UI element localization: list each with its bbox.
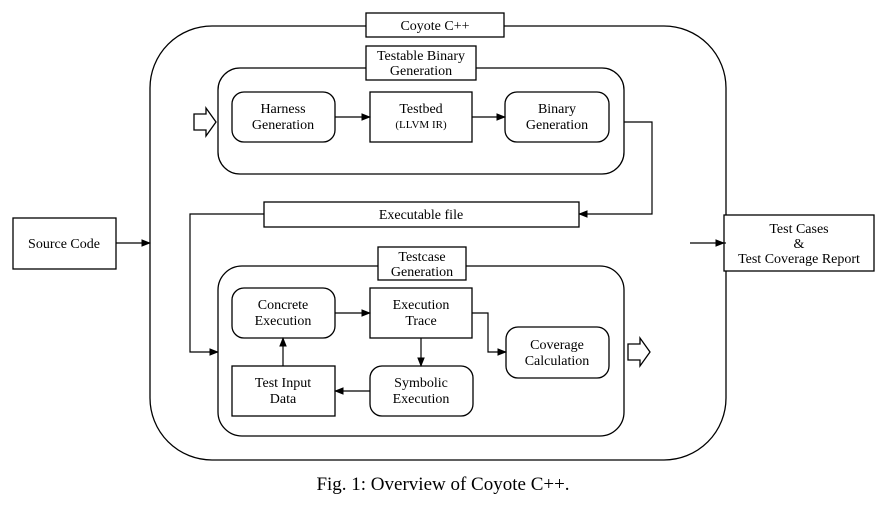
output-box	[723, 214, 875, 272]
testcase-generation-title-2: Generation	[391, 265, 453, 280]
execution-trace-box	[369, 287, 473, 339]
executable-file-box	[263, 201, 580, 228]
binary-generation-title-1: Testable Binary	[377, 49, 465, 64]
testbed-box	[369, 91, 473, 143]
execution-trace-label-1: Execution	[393, 298, 450, 313]
testbed-sub-label: (LLVM IR)	[395, 119, 447, 131]
coyote-title: Coyote C++	[400, 19, 469, 34]
testbed-label: Testbed	[399, 102, 442, 117]
test-input-data-label-1: Test Input	[255, 376, 311, 391]
test-input-data-box	[231, 365, 336, 417]
diagram-canvas: Coyote C++ Source Code Test Cases & Test…	[12, 12, 875, 461]
harness-generation-box	[231, 91, 336, 143]
harness-generation-label-2: Generation	[252, 118, 314, 133]
source-code-box	[12, 217, 117, 270]
symbolic-execution-label-2: Execution	[393, 392, 450, 407]
binary-generation-title-box	[365, 45, 477, 81]
figure-caption: Fig. 1: Overview of Coyote C++.	[316, 474, 570, 495]
execution-trace-label-2: Trace	[405, 314, 436, 329]
stage1-input-block-arrow	[193, 105, 217, 139]
binary-to-executable-arrow	[578, 121, 653, 218]
harness-generation-label-1: Harness	[260, 102, 305, 117]
binary-generation-label-2: Generation	[526, 118, 588, 133]
testcase-generation-title-1: Testcase	[398, 250, 445, 265]
test-input-data-label-2: Data	[270, 392, 297, 407]
output-line-1: Test Cases	[769, 222, 828, 237]
executable-to-testcase-arrow	[189, 213, 264, 356]
source-code-label: Source Code	[28, 237, 100, 252]
concrete-execution-box	[231, 287, 336, 339]
testcase-generation-title-box	[377, 246, 467, 281]
coverage-calculation-label-2: Calculation	[525, 354, 590, 369]
binary-generation-box	[504, 91, 610, 143]
coyote-title-box	[365, 12, 505, 38]
trace-to-coverage-arrow	[472, 312, 507, 356]
output-line-2: &	[794, 237, 805, 252]
concrete-execution-label-1: Concrete	[258, 298, 309, 313]
output-line-3: Test Coverage Report	[738, 252, 860, 267]
binary-generation-label-1: Binary	[538, 102, 576, 117]
stage2-output-block-arrow	[627, 335, 651, 369]
symbolic-execution-label-1: Symbolic	[394, 376, 448, 391]
executable-file-label: Executable file	[379, 208, 463, 223]
binary-generation-title-2: Generation	[390, 64, 452, 79]
symbolic-execution-box	[369, 365, 474, 417]
coverage-calculation-label-1: Coverage	[530, 338, 584, 353]
concrete-execution-label-2: Execution	[255, 314, 312, 329]
